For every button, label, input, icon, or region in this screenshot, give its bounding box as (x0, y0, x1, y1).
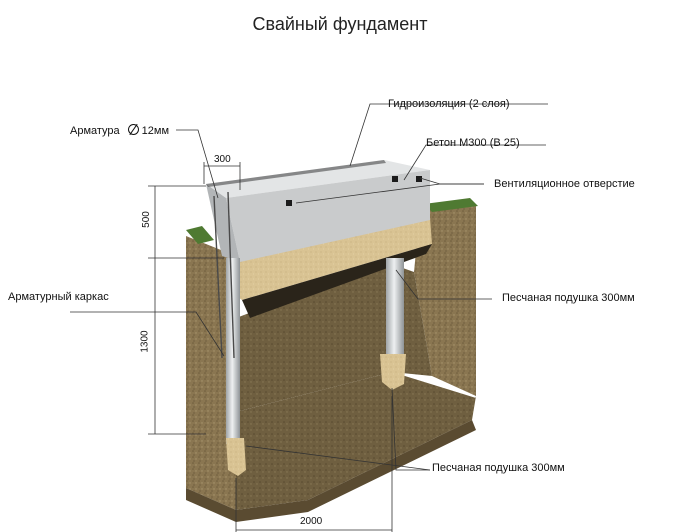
dimension-height-grillage: 500 (140, 211, 152, 228)
label-concrete: Бетон М300 (В 25) (426, 137, 520, 149)
rebar-bar-2 (227, 191, 235, 359)
pile-front-sand (226, 438, 246, 476)
label-vent-hole: Вентиляционное отверстие (494, 178, 635, 190)
soil-trench-inner (236, 262, 432, 412)
vent-hole-2 (392, 176, 398, 182)
grass-left (186, 226, 214, 244)
label-rebar: Арматура 12мм (70, 124, 169, 137)
soil-side-face (236, 372, 476, 510)
label-rebar-cage: Арматурный каркас (8, 291, 109, 303)
pile-rear (386, 258, 404, 368)
diameter-icon (127, 124, 139, 135)
grass-right (424, 198, 478, 212)
leader-lines (70, 103, 548, 471)
dimension-width-bottom: 2000 (300, 516, 323, 527)
grillage-front (226, 170, 430, 262)
diagram-title: Свайный фундамент (252, 14, 428, 34)
label-sand-cushion-top: Песчаная подушка 300мм (502, 292, 635, 304)
label-sand-cushion-bottom: Песчаная подушка 300мм (432, 462, 565, 474)
soil-front-face (186, 236, 236, 510)
dimension-height-pile: 1300 (139, 330, 151, 353)
dimension-width-top: 300 (214, 154, 231, 165)
pile-rear-sand (380, 354, 406, 390)
label-waterproofing: Гидроизоляция (2 слоя) (388, 98, 510, 110)
sand-cushion-underside (242, 244, 432, 318)
sand-cushion-layer (236, 218, 432, 300)
vent-hole-3 (416, 176, 422, 182)
pile-front (226, 258, 240, 444)
grillage-top (206, 160, 430, 198)
soil-back-wall (414, 206, 476, 396)
waterproofing-line (206, 160, 386, 187)
label-rebar-diameter: 12мм (141, 125, 170, 137)
rebar-bar-1 (213, 195, 223, 359)
soil-bottom-edge (186, 420, 476, 522)
label-rebar-text: Арматура (70, 125, 120, 137)
vent-hole-1 (286, 200, 292, 206)
dimension-lines (148, 162, 393, 532)
